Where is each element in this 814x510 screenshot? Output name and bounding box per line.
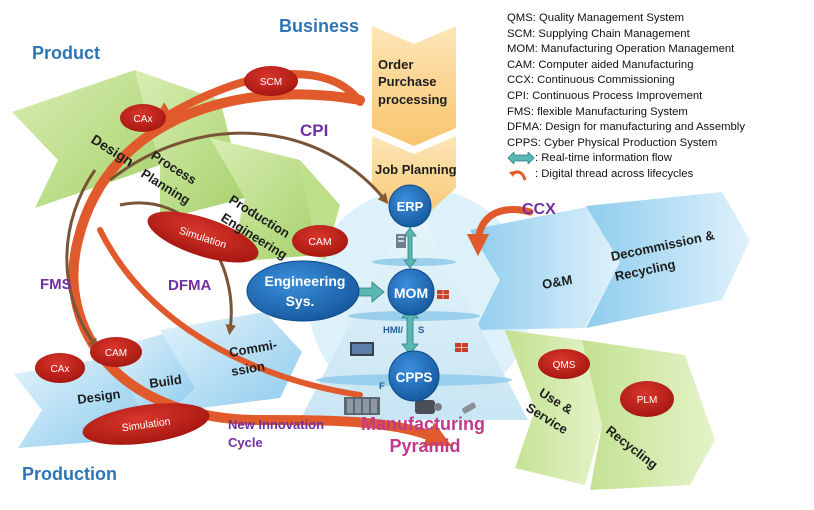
badge-cam-bottom: CAM: [90, 337, 142, 367]
mom-node: MOM: [387, 268, 435, 316]
cpps-label: CPPS: [396, 370, 433, 385]
thread-arc-fms: [65, 169, 99, 350]
badge-plm: PLM: [620, 381, 674, 417]
erp-node: ERP: [388, 184, 432, 228]
plc-rack-icon: [344, 397, 380, 415]
cpi-label: CPI: [300, 121, 328, 140]
badge-cam-top: CAM: [292, 225, 348, 257]
firewall-icon: [437, 290, 449, 299]
legend-item: DFMA: Design for manufacturing and Assem…: [507, 121, 745, 134]
job-planning-label: Job Planning: [375, 162, 457, 177]
order-label-3: processing: [378, 92, 447, 107]
legend-realtime-text: : Real-time information flow: [535, 152, 672, 165]
section-business: Business: [279, 16, 359, 36]
svg-text:PLM: PLM: [637, 395, 658, 406]
svg-text:SCM: SCM: [260, 77, 282, 88]
server-icon: [396, 234, 406, 248]
legend-item: QMS: Quality Management System: [507, 12, 685, 24]
thread-arc-inner: [97, 227, 363, 398]
section-product: Product: [32, 43, 100, 63]
legend-item: CPI: Continuous Process Improvement: [507, 89, 703, 102]
chevron-om: [470, 206, 620, 330]
legend: QMS: Quality Management System SCM: Supp…: [507, 11, 807, 183]
engineering-node: Engineering Sys.: [246, 260, 360, 322]
legend-realtime: : Real-time information flow: [507, 151, 807, 167]
badge-scm: SCM: [244, 66, 298, 96]
section-production: Production: [22, 464, 117, 484]
pyramid-title-1: Manufacturing: [361, 414, 485, 434]
legend-item: CPPS: Cyber Physical Production System: [507, 136, 718, 149]
device-icons: [344, 234, 476, 415]
engineering-label-2: Sys.: [286, 293, 315, 309]
legend-thread-text: : Digital thread across lifecycles: [535, 167, 694, 180]
svg-text:CAM: CAM: [308, 236, 331, 248]
chevron-decommission: [586, 192, 750, 328]
new-innovation-label-1: New Innovation: [228, 417, 324, 432]
legend-item: CAM: Computer aided Manufacturing: [507, 58, 694, 71]
chevron-production-engineering: [210, 138, 318, 262]
badge-qms: QMS: [538, 349, 590, 379]
legend-item: SCM: Supplying Chain Management: [507, 27, 690, 40]
prod-design-label: Design: [76, 386, 121, 407]
curved-arrow-icon: [507, 168, 535, 181]
commission-label-2: ssion: [230, 358, 266, 379]
cpps-node: CPPS: [388, 350, 440, 402]
legend-item: FMS: flexible Manufacturing System: [507, 105, 688, 118]
legend-item: MOM: Manufacturing Operation Management: [507, 43, 735, 56]
build-label: Build: [148, 372, 182, 391]
badge-simulation-bottom: Simulation: [82, 403, 210, 445]
chevron-design: [12, 70, 160, 208]
badge-cax-top: CAx: [120, 104, 166, 132]
thread-arc-ccx: [466, 206, 534, 257]
ccx-label: CCX: [522, 201, 556, 218]
order-label-1: Order: [378, 57, 413, 72]
arrow-erp-mom: [403, 227, 417, 269]
chevron-order: [372, 26, 456, 146]
thread-arc-cpi: [109, 131, 389, 205]
motor-icon: [415, 400, 442, 414]
pyramid-title-2: Pyramid: [389, 436, 460, 456]
f-label: F: [379, 381, 385, 392]
double-arrow-icon: [507, 152, 535, 165]
hmi-tail-label: S: [418, 325, 424, 336]
erp-label: ERP: [397, 199, 424, 214]
order-label-2: Purchase: [378, 74, 437, 89]
svg-text:CAM: CAM: [105, 348, 127, 359]
legend-item: CCX: Continuous Commissioning: [507, 74, 675, 87]
badge-simulation-top: Simulation: [147, 211, 259, 263]
engineering-label-1: Engineering: [265, 273, 346, 289]
hmi-label: HMI/: [383, 325, 403, 336]
legend-thread: : Digital thread across lifecycles: [507, 167, 807, 183]
digital-thread-arrows: [65, 70, 534, 446]
svg-text:QMS: QMS: [553, 360, 576, 371]
om-label: O&M: [541, 272, 573, 292]
dfma-label: DFMA: [168, 277, 211, 294]
fms-label: FMS: [40, 276, 72, 293]
mom-label: MOM: [394, 285, 428, 301]
svg-text:CAx: CAx: [134, 114, 153, 125]
badge-cax-bottom: CAx: [35, 353, 85, 383]
lifecycle-chevrons: [470, 192, 750, 330]
hmi-panel-icon: [350, 342, 374, 356]
sensor-icon: [462, 402, 476, 414]
firewall-icon: [455, 343, 468, 352]
new-innovation-label-2: Cycle: [228, 435, 263, 450]
svg-text:CAx: CAx: [51, 364, 70, 375]
